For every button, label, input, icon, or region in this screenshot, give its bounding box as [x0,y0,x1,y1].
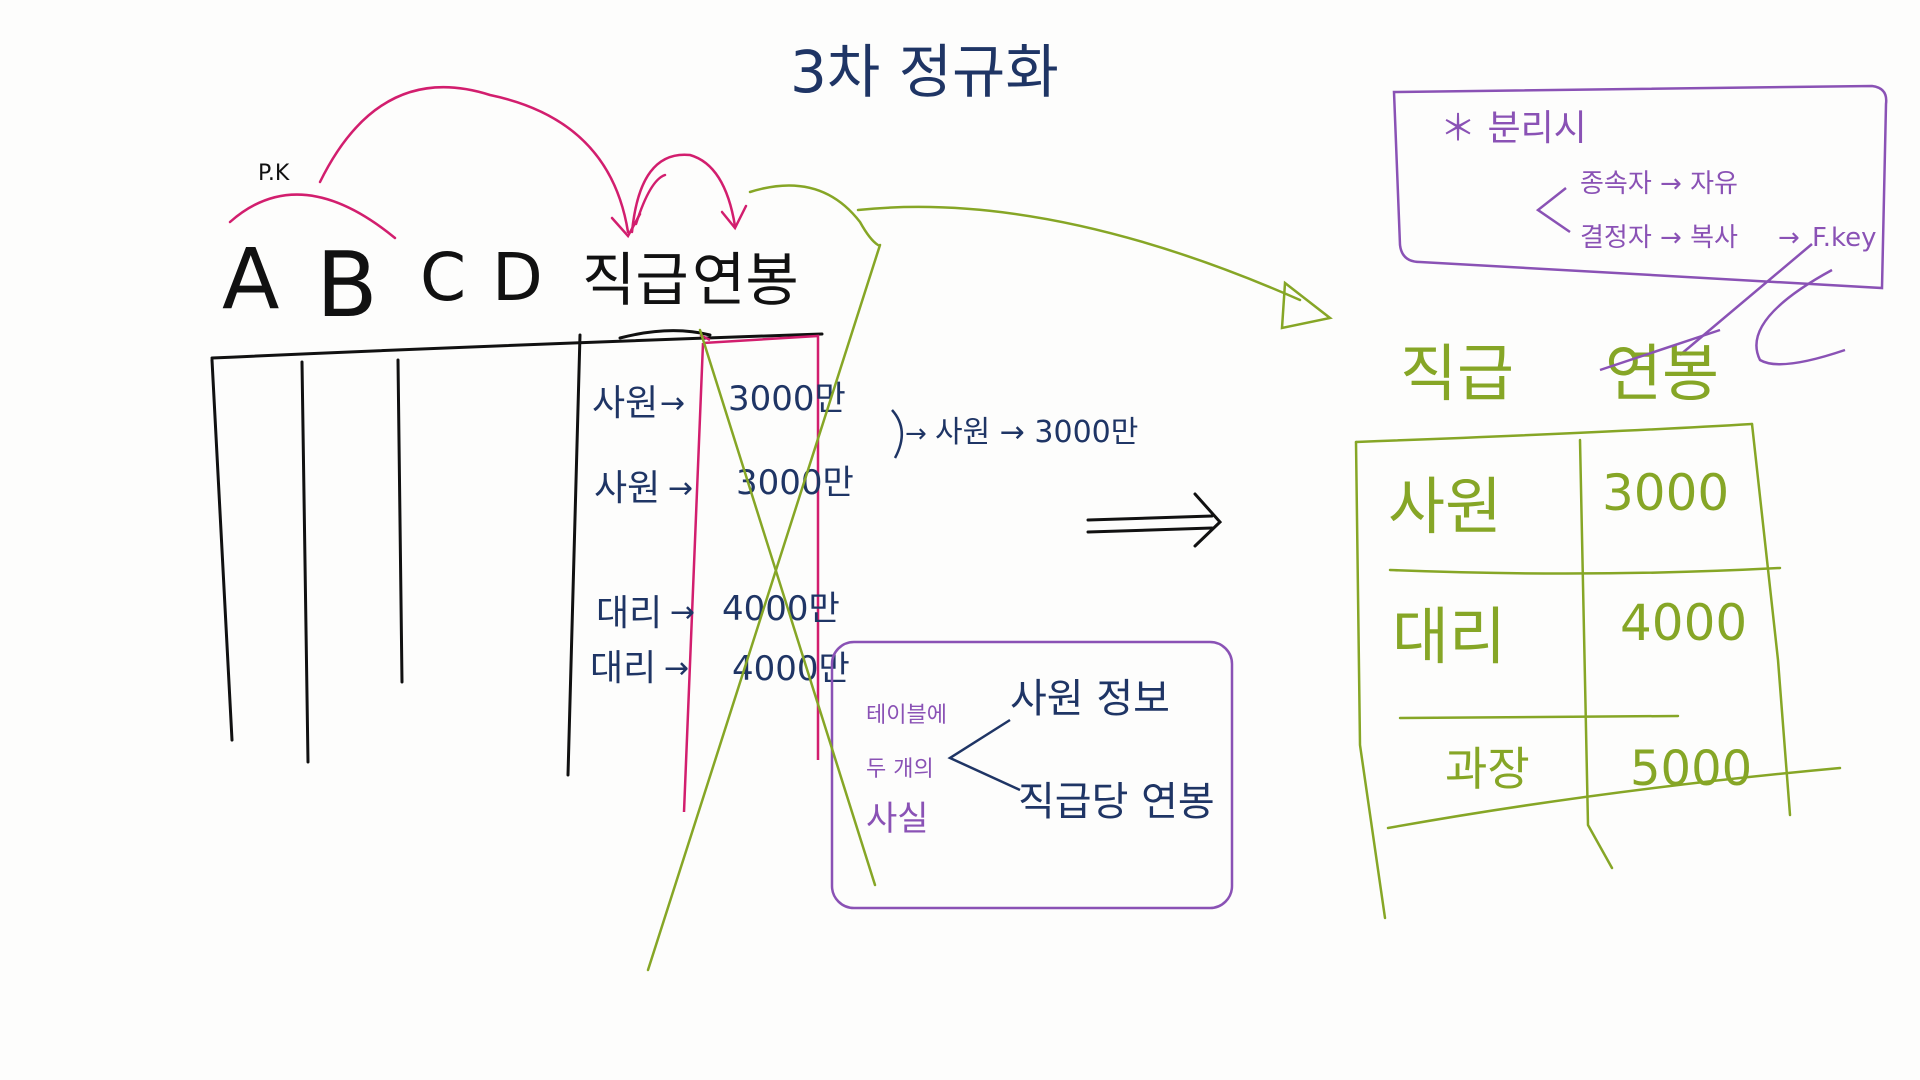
column-headers: A B C D 직급 연봉 [222,230,799,338]
dependency-arrows [228,86,748,240]
separation-box [1392,84,1888,290]
green-arrow-to-result [856,205,1302,302]
arrow-rank-to-salary-head [720,204,748,231]
result-header-salary: 연봉 [1605,337,1719,410]
facts-brace [947,718,1021,792]
facts-label-line: 두 개의 [866,757,934,782]
column-header-d: D [492,239,543,316]
salary-strike [1599,328,1721,372]
separation-fkey: F.key [1812,223,1877,253]
separation-arrow: → [1778,223,1800,253]
facts-label-line: 사실 [866,799,929,839]
row-arrow: → [670,595,695,630]
facts-box [830,640,1234,910]
row-rank: 대리 [596,593,662,634]
cross-out-line [698,328,877,887]
green-top-curve [748,184,880,247]
column-header-salary: 연봉 [692,246,799,314]
column-header-c: C [420,239,466,316]
row-salary: 4000만 [722,589,840,629]
result-row-rank: 대리 [1392,600,1506,673]
row-salary: 4000만 [732,649,850,689]
merge-brace [891,409,903,459]
result-header-rank: 직급 [1400,337,1514,410]
fact-item-employee-info: 사원 정보 [1010,676,1170,722]
separation-determinant: 결정자 → 복사 [1580,223,1738,253]
cross-out-line [646,243,882,972]
merged-arrow: → [905,419,927,449]
transform-double-arrow [1086,492,1223,548]
row-salary: 3000만 [728,379,846,419]
result-row-salary: 4000 [1620,594,1747,652]
row-salary: 3000만 [736,463,854,503]
row-arrow: → [664,651,689,686]
separation-title: ＊ 분리시 [1440,108,1587,149]
page-title: 3차 정규화 [790,38,1059,106]
fact-item-salary-per-rank: 직급당 연봉 [1018,779,1215,825]
merged-row: 사원 → 3000만 [935,415,1138,450]
arrow-rank-to-salary [630,153,737,234]
green-strokes [646,184,1333,972]
table-rows: 사원 → 3000만 사원 → 3000만 대리 → 4000만 대리 → 40… [590,379,854,689]
pk-label: P.K [258,161,290,186]
separation-dependent: 종속자 → 자유 [1580,169,1738,199]
green-arrow-head [1280,280,1333,330]
result-table-lines [1354,422,1842,920]
original-table-lines [210,329,824,777]
row-rank: 대리 [590,648,656,689]
row-arrow: → [660,386,685,421]
facts-label-line: 테이블에 [866,703,947,728]
rank-to-salary-loop [634,173,667,226]
result-row-rank: 사원 [1388,470,1502,543]
pk-bracket [228,193,397,240]
row-rank: 사원 [592,383,658,424]
column-header-a: A [222,230,279,328]
separation-brace [1535,187,1571,234]
result-row-salary: 3000 [1602,464,1729,522]
row-arrow: → [668,471,693,506]
column-header-rank: 직급 [582,246,689,314]
result-row-rank: 과장 [1445,742,1530,796]
column-header-b: B [316,233,378,338]
row-rank: 사원 [594,468,660,509]
result-row-salary: 5000 [1630,741,1752,797]
arrow-pk-to-rank [318,86,630,234]
